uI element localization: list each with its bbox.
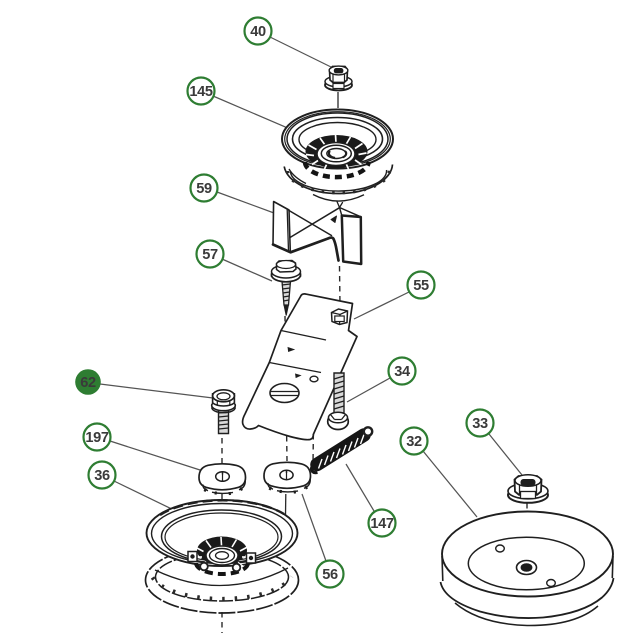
- svg-text:145: 145: [189, 84, 212, 100]
- svg-text:36: 36: [94, 468, 110, 484]
- svg-text:34: 34: [394, 364, 411, 380]
- svg-text:197: 197: [85, 430, 108, 446]
- svg-text:32: 32: [406, 434, 422, 450]
- svg-text:147: 147: [370, 516, 393, 532]
- svg-text:57: 57: [202, 247, 218, 263]
- svg-text:33: 33: [472, 416, 488, 432]
- svg-text:40: 40: [250, 24, 266, 40]
- svg-text:62: 62: [80, 375, 96, 391]
- svg-text:55: 55: [413, 278, 429, 294]
- svg-text:59: 59: [196, 181, 212, 197]
- svg-text:56: 56: [322, 567, 338, 583]
